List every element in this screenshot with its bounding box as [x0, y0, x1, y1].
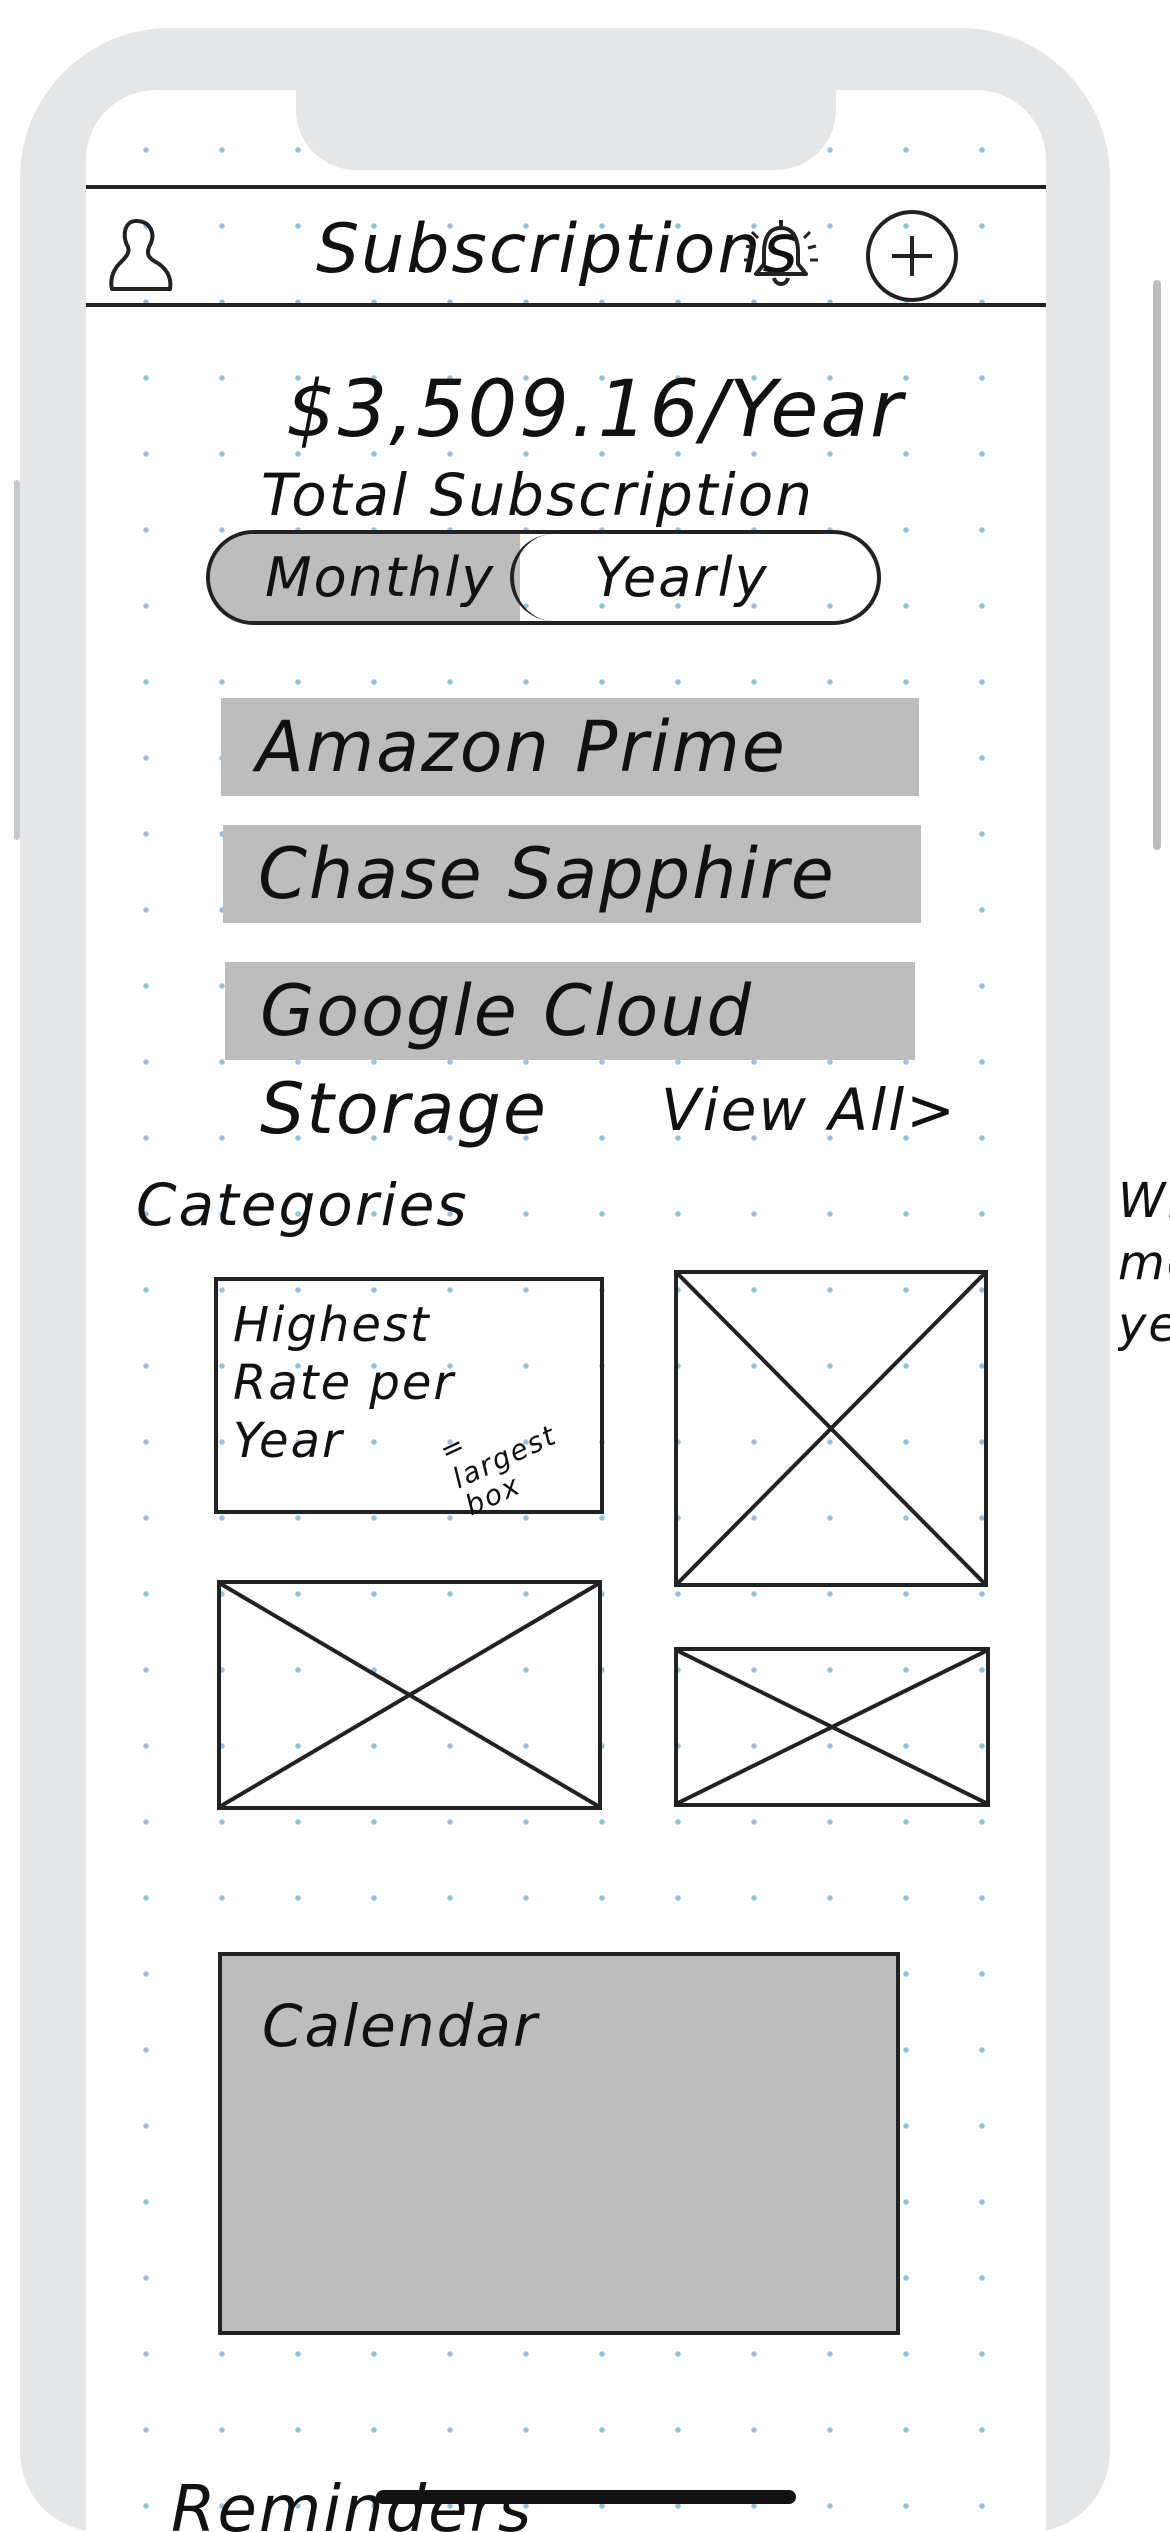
nav-divider-top: [86, 185, 1046, 189]
total-amount: $3,509.16/Year: [286, 365, 905, 455]
add-subscription-button[interactable]: [866, 210, 958, 302]
profile-icon[interactable]: [106, 215, 176, 295]
left-margin-bar: [14, 480, 20, 840]
calendar-heading: Calendar: [262, 1992, 539, 2060]
bell-icon[interactable]: [736, 210, 826, 300]
margin-note-right: Wi mo ye: [1118, 1173, 1170, 1353]
category-tile-placeholder[interactable]: [674, 1270, 988, 1587]
placeholder-cross-icon: [678, 1274, 984, 1583]
subscription-item[interactable]: Google Cloud Storage: [225, 962, 915, 1150]
category-tile-placeholder[interactable]: [217, 1580, 602, 1810]
period-toggle: Monthly Yearly: [206, 530, 881, 625]
phone-notch: [296, 90, 836, 170]
toggle-yearly[interactable]: Yearly: [510, 534, 877, 621]
category-tile-placeholder[interactable]: [674, 1647, 990, 1807]
nav-divider-bottom: [86, 303, 1046, 307]
placeholder-cross-icon: [678, 1651, 986, 1803]
subscription-item[interactable]: Chase Sapphire: [223, 825, 921, 923]
category-tile-label: Highest Rate per Year: [233, 1297, 456, 1469]
right-margin-bar: [1153, 280, 1161, 850]
toggle-monthly[interactable]: Monthly: [210, 534, 520, 621]
page-title: Subscriptions: [316, 210, 800, 289]
subscription-item[interactable]: Amazon Prime: [221, 698, 919, 796]
plus-icon: [892, 236, 932, 276]
total-amount-label: Total Subscription Cost: [261, 461, 814, 599]
home-indicator[interactable]: [376, 2490, 796, 2504]
phone-screen: Subscriptions $3,509.16/Year Total Subsc…: [86, 90, 1046, 2532]
view-all-link[interactable]: View All>: [661, 1076, 957, 1144]
category-tile-highest-rate[interactable]: Highest Rate per Year = largest box: [214, 1277, 604, 1522]
placeholder-cross-icon: [221, 1584, 598, 1806]
calendar-card[interactable]: Calendar: [218, 1952, 900, 2335]
categories-heading: Categories: [136, 1171, 469, 1239]
